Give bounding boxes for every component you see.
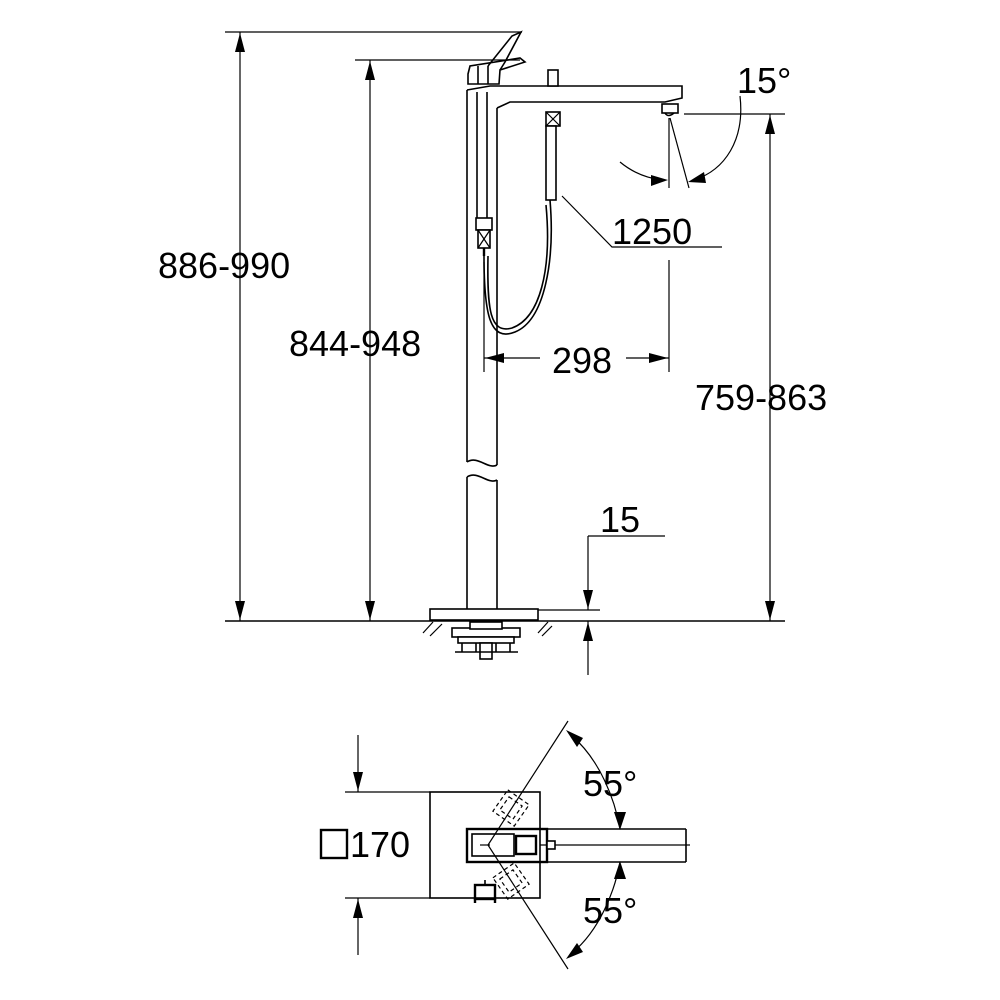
spout	[466, 85, 683, 117]
dim-overall-height	[225, 31, 522, 621]
label-base-size: 170	[350, 824, 410, 865]
mounting-bracket	[451, 621, 521, 660]
floor-hatch	[422, 621, 553, 637]
base-plate	[429, 608, 539, 621]
shower-holder-top-view	[473, 880, 497, 903]
dim-spout-height	[684, 113, 785, 621]
spout-top-view	[540, 828, 690, 863]
hose	[483, 199, 553, 335]
plan-view: 170 55° 55°	[319, 720, 690, 970]
dim-handle-height	[355, 59, 520, 621]
shower-holder	[475, 92, 493, 256]
swivel-angle-lines	[487, 720, 626, 970]
spout-outlet	[661, 103, 679, 114]
label-hose-length: 1250	[612, 211, 692, 252]
hand-shower	[545, 111, 561, 201]
label-handle-height: 844-948	[289, 323, 421, 364]
label-spout-height: 759-863	[695, 377, 827, 418]
dim-base-thickness	[538, 535, 665, 675]
label-overall-height: 886-990	[158, 245, 290, 286]
hose-length-leader	[561, 195, 722, 248]
square-symbol-icon	[319, 828, 349, 860]
dim-spout-angle	[619, 95, 742, 189]
lever-handle	[467, 57, 527, 85]
handle-swivel-positions	[492, 789, 530, 900]
label-swivel-angle-top: 55°	[583, 763, 637, 804]
dim-base-size	[345, 735, 430, 955]
label-base-thickness: 15	[600, 499, 640, 540]
label-swivel-angle-bottom: 55°	[583, 890, 637, 931]
dim-spout-projection	[483, 260, 670, 372]
label-spout-angle: 15°	[737, 60, 791, 101]
column	[466, 90, 498, 609]
side-view: 886-990 844-948 759-863 1250 298 15 15°	[158, 30, 827, 675]
body-top-view	[465, 827, 556, 864]
diverter-knob	[547, 69, 559, 87]
label-spout-projection: 298	[552, 340, 612, 381]
